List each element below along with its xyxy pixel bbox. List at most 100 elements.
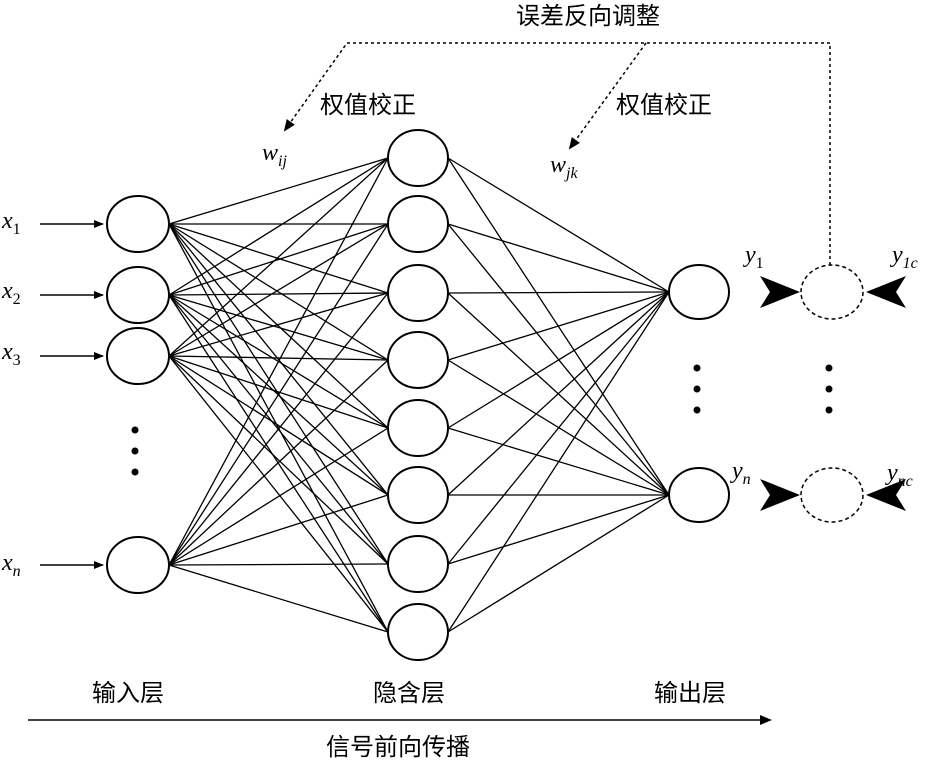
input-ellipsis-dot: [131, 468, 139, 476]
output-y1-base: y: [743, 242, 756, 268]
hidden-output-connection: [447, 494, 670, 565]
input-xn-base: x: [1, 550, 13, 576]
input-hidden-connection: [168, 355, 389, 361]
arrowhead-left-icon: [866, 479, 906, 511]
forward-propagation-label: 信号前向传播: [326, 733, 470, 761]
input-hidden-connection: [168, 292, 389, 357]
target-ellipsis-dot: [825, 406, 833, 414]
output-ellipsis-dot: [693, 385, 701, 393]
target-node-1: [800, 264, 864, 320]
weight-wij-base: w: [262, 140, 278, 166]
input-label-x1: x1: [1, 208, 21, 238]
input-hidden-connection: [168, 355, 389, 633]
input-x2-sub: 2: [13, 291, 21, 308]
input-hidden-connection: [168, 157, 389, 296]
hidden-node: [387, 399, 449, 457]
input-hidden-connection: [168, 294, 389, 633]
input-layer: [106, 195, 170, 594]
hidden-node: [387, 264, 449, 322]
input-hidden-connection: [168, 157, 389, 357]
hidden-node: [387, 466, 449, 524]
output-label-yn: yn: [730, 458, 751, 488]
hidden-output-connection: [447, 494, 670, 633]
input-node-3: [106, 327, 170, 385]
weight-correction-right-label: 权值校正: [616, 91, 712, 119]
output-layer: [668, 264, 730, 523]
weight-label-wjk: wjk: [550, 152, 578, 182]
arrowhead-left-icon: [866, 276, 906, 308]
target-label-y1c: y1c: [890, 242, 918, 272]
output-layer-label: 输出层: [654, 679, 726, 707]
input-node-1: [106, 195, 170, 253]
hidden-node: [387, 195, 449, 253]
input-hidden-connection: [168, 157, 389, 566]
input-arrows: [40, 220, 104, 569]
input-hidden-connection: [168, 223, 389, 566]
input-node-n: [106, 536, 170, 594]
output-y1-sub: 1: [756, 255, 764, 272]
weight-correction-left-label: 权值校正: [320, 91, 416, 119]
input-hidden-connection: [168, 223, 389, 357]
input-x3-sub: 3: [13, 352, 21, 369]
input-x3-base: x: [1, 339, 13, 365]
target-label-ync: ync: [885, 460, 913, 490]
input-hidden-connection: [168, 355, 389, 429]
target-y1c-base: y: [890, 242, 903, 268]
weight-wjk-base: w: [550, 152, 566, 178]
input-hidden-connection: [168, 359, 389, 566]
input-label-xn: xn: [1, 550, 21, 580]
input-hidden-connection: [168, 157, 389, 225]
input-node-2: [106, 266, 170, 324]
hidden-output-connection: [447, 157, 670, 293]
target-ync-base: y: [885, 460, 898, 486]
weight-label-wij: wij: [262, 140, 287, 170]
target-ellipsis-dot: [825, 385, 833, 393]
error-feedback-path: [283, 42, 831, 265]
input-hidden-connection: [168, 223, 389, 496]
hidden-node: [387, 603, 449, 661]
hidden-node: [387, 129, 449, 187]
input-hidden-connection: [168, 294, 389, 361]
input-ellipsis-dot: [131, 426, 139, 434]
input-hidden-connection: [168, 292, 389, 296]
output-node-1: [668, 264, 730, 320]
hidden-output-connection: [447, 291, 670, 496]
arrowhead-right-icon: [760, 479, 800, 511]
output-yn-base: y: [730, 458, 743, 484]
arrowhead-right-icon: [760, 276, 800, 308]
target-ync-sub: nc: [898, 473, 913, 490]
output-node-n: [668, 467, 730, 523]
output-label-y1: y1: [743, 242, 764, 272]
input-x1-base: x: [1, 208, 13, 234]
target-ellipsis-dot: [825, 364, 833, 372]
feedback-line: [283, 42, 831, 265]
input-hidden-connection: [168, 427, 389, 566]
input-xn-sub: n: [13, 563, 21, 580]
target-layer: [800, 264, 864, 523]
input-hidden-connection: [168, 494, 389, 566]
input-hidden-connection: [168, 564, 389, 633]
hidden-node: [387, 535, 449, 593]
input-label-x3: x3: [1, 339, 21, 369]
input-x1-sub: 1: [13, 221, 21, 238]
output-ellipsis-dot: [693, 406, 701, 414]
weight-wij-sub: ij: [278, 153, 287, 170]
hidden-output-connection: [447, 291, 670, 361]
input-hidden-connection: [168, 223, 389, 296]
output-ellipsis-dot: [693, 364, 701, 372]
input-hidden-connection: [168, 563, 389, 566]
error-backprop-label: 误差反向调整: [516, 2, 660, 30]
hidden-node: [387, 331, 449, 389]
input-ellipsis-dot: [131, 447, 139, 455]
hidden-output-connection: [447, 291, 670, 294]
input-hidden-connection: [168, 355, 389, 565]
target-node-n: [800, 467, 864, 523]
hidden-output-connection: [447, 291, 670, 429]
input-label-x2: x2: [1, 278, 21, 308]
input-hidden-connection: [168, 355, 389, 496]
feedback-line-branch: [568, 42, 647, 150]
target-y1c-sub: 1c: [903, 255, 918, 272]
hidden-output-connection: [447, 291, 670, 565]
hidden-layer: [387, 129, 449, 661]
